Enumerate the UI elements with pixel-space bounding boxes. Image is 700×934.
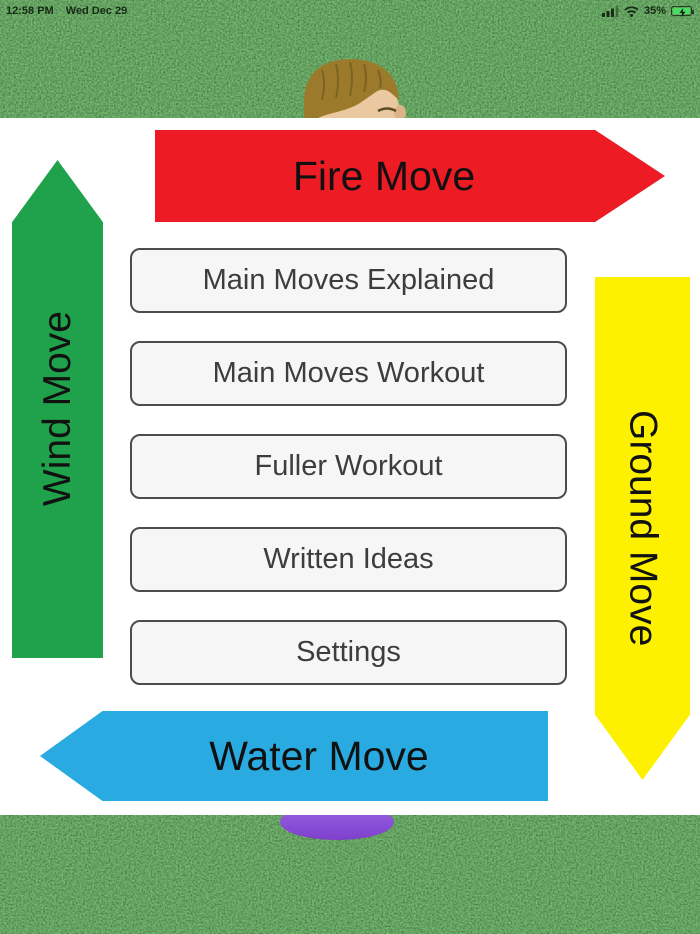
wind-move-arrow[interactable]: Wind Move [12, 160, 103, 658]
water-move-label: Water Move [209, 732, 429, 779]
status-bar: 12:58 PM Wed Dec 29 35% [0, 0, 700, 20]
clock-date: Wed Dec 29 [65, 5, 128, 17]
charging-bolt-icon [679, 7, 686, 17]
fire-move-label: Fire Move [292, 152, 476, 199]
battery-percent-label: 35% [643, 5, 666, 17]
ground-move-label: Ground Move [621, 410, 665, 647]
battery-charging-icon [671, 6, 694, 17]
wifi-icon [624, 5, 639, 17]
wind-move-label: Wind Move [35, 311, 79, 507]
water-move-arrow[interactable]: Water Move [40, 711, 548, 801]
button-main-moves-explained[interactable]: Main Moves Explained [130, 248, 567, 313]
character-head [292, 56, 410, 166]
button-fuller-workout[interactable]: Fuller Workout [130, 434, 567, 499]
clock-time: 12:58 PM [6, 5, 54, 17]
button-settings[interactable]: Settings [130, 620, 567, 685]
cellular-signal-icon [601, 5, 619, 17]
button-written-ideas[interactable]: Written Ideas [130, 527, 567, 592]
ground-move-arrow[interactable]: Ground Move [595, 277, 690, 780]
button-main-moves-workout[interactable]: Main Moves Workout [130, 341, 567, 406]
fire-move-arrow[interactable]: Fire Move [155, 130, 665, 222]
